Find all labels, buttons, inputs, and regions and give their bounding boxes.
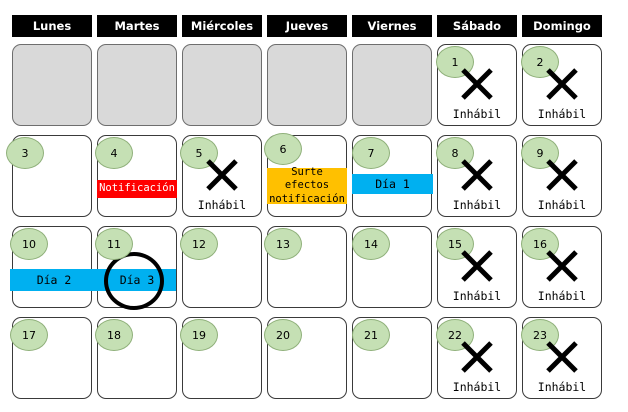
weekday-header-lunes: Lunes [12,15,92,37]
inhabil-label: Inhábil [452,107,502,121]
day-number-badge: 21 [352,319,390,351]
dia-2-band: Día 2 [10,269,98,291]
x-mark-icon [461,341,493,373]
weekday-header-sabado: Sábado [437,15,517,37]
calendar-cell-empty [12,44,92,126]
weekday-header-miercoles: Miércoles [182,15,262,37]
calendar-cell-empty [97,44,177,126]
weekday-header-martes: Martes [97,15,177,37]
weekday-header-viernes: Viernes [352,15,432,37]
x-mark-icon [461,250,493,282]
inhabil-label: Inhábil [452,289,502,303]
x-mark-icon [546,159,578,191]
x-mark-icon [206,159,238,191]
dia-3-highlight-circle [104,252,164,310]
day-number-badge: 14 [352,228,390,260]
inhabil-label: Inhábil [537,107,587,121]
day-number-badge: 17 [10,319,48,351]
day-number-badge: 13 [264,228,302,260]
day-number-badge: 11 [95,228,133,260]
day-number-badge: 3 [6,137,44,169]
x-mark-icon [546,341,578,373]
day-number-badge: 4 [95,137,133,169]
day-number-badge: 6 [264,133,302,165]
x-mark-icon [461,68,493,100]
surte-efectos-band: Surte efectos notificación [267,166,347,205]
day-number-badge: 20 [264,319,302,351]
inhabil-label: Inhábil [452,198,502,212]
day-number-badge: 18 [95,319,133,351]
day-number-badge: 16 [521,228,559,260]
x-mark-icon [546,68,578,100]
weekday-header-domingo: Domingo [522,15,602,37]
day-number-badge: 2 [521,46,559,78]
notificacion-band: Notificación [97,180,177,198]
inhabil-label: Inhábil [537,289,587,303]
dia-1-band: Día 1 [352,174,433,194]
inhabil-label: Inhábil [537,198,587,212]
day-number-badge: 19 [180,319,218,351]
calendar-cell-empty [352,44,432,126]
inhabil-label: Inhábil [197,198,247,212]
x-mark-icon [461,159,493,191]
calendar-cell-empty [267,44,347,126]
weekday-header-jueves: Jueves [267,15,347,37]
inhabil-label: Inhábil [452,380,502,394]
day-number-badge: 10 [10,228,48,260]
day-number-badge: 12 [180,228,218,260]
x-mark-icon [546,250,578,282]
inhabil-label: Inhábil [537,380,587,394]
day-number-badge: 7 [352,137,390,169]
calendar-cell-empty [182,44,262,126]
